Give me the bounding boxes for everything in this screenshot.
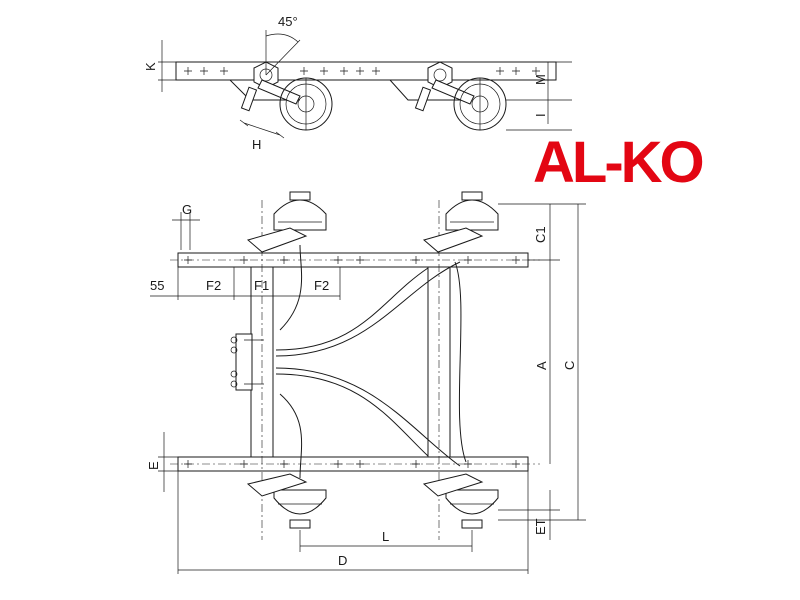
dim-l-label: L bbox=[382, 529, 389, 544]
dim-c-ext bbox=[498, 203, 586, 521]
angle-leg-line bbox=[265, 39, 301, 76]
dim-f1-label: F1 bbox=[254, 278, 269, 293]
plan-view: G 55 F2 F1 F2 C1 A C E ET L D bbox=[146, 191, 586, 574]
dim-c-label: C bbox=[562, 361, 577, 370]
plan-wheel-bottom-right bbox=[422, 473, 499, 529]
dim-h-label: H bbox=[252, 137, 261, 152]
dim-et-label: ET bbox=[533, 518, 548, 535]
dim-k-ext bbox=[158, 61, 176, 81]
side-bracket-left bbox=[176, 79, 300, 101]
plan-wheel-bottom-left bbox=[246, 473, 327, 529]
dim-g-line bbox=[172, 212, 200, 250]
dim-f-ext bbox=[177, 267, 341, 300]
side-shock-right bbox=[414, 86, 432, 112]
brand-logo-text: AL-KO bbox=[533, 130, 703, 195]
dim-i-label: I bbox=[533, 113, 548, 117]
dim-h-line bbox=[239, 119, 285, 139]
dim-e-label: E bbox=[146, 461, 161, 470]
plan-cable-3 bbox=[275, 373, 429, 457]
dim-55-label: 55 bbox=[150, 278, 164, 293]
dim-k-label: K bbox=[143, 62, 158, 71]
side-arm-right bbox=[431, 79, 475, 105]
plan-cable-1 bbox=[275, 267, 429, 351]
dim-l-ext bbox=[299, 530, 473, 552]
dim-d-label: D bbox=[338, 553, 347, 568]
plan-cable-5 bbox=[279, 244, 303, 331]
dim-a-label: A bbox=[534, 361, 549, 370]
plan-wheel-top-right bbox=[422, 191, 499, 253]
brand-logo: AL-KO bbox=[533, 130, 706, 195]
plan-cable-2 bbox=[275, 261, 461, 357]
side-hub-right bbox=[427, 61, 453, 89]
plan-cable-4 bbox=[275, 367, 461, 467]
plan-bracket bbox=[235, 333, 253, 391]
angle-arc bbox=[265, 33, 299, 43]
side-bracket-right bbox=[389, 79, 470, 101]
side-frame-bolts bbox=[184, 67, 540, 75]
plan-cable-6 bbox=[279, 393, 303, 479]
dim-e-ext bbox=[158, 456, 178, 472]
side-shock-left bbox=[240, 86, 258, 112]
plan-bracket-bolts bbox=[230, 336, 264, 388]
side-view: 45° K M I H bbox=[143, 14, 572, 152]
dim-d-ext bbox=[177, 471, 529, 574]
dim-g-label: G bbox=[182, 202, 192, 217]
plan-wheel-top-left bbox=[246, 191, 327, 253]
side-hub-right-center bbox=[433, 68, 447, 82]
angle-label: 45° bbox=[278, 14, 298, 29]
dim-mi-ext bbox=[506, 61, 572, 131]
plan-cable-7 bbox=[454, 261, 467, 463]
dim-f2-right-label: F2 bbox=[314, 278, 329, 293]
dim-f2-left-label: F2 bbox=[206, 278, 221, 293]
dim-c1-label: C1 bbox=[533, 226, 548, 243]
dim-c1-ext bbox=[498, 203, 560, 261]
dim-m-label: M bbox=[533, 74, 548, 85]
side-arm-left bbox=[257, 79, 301, 105]
